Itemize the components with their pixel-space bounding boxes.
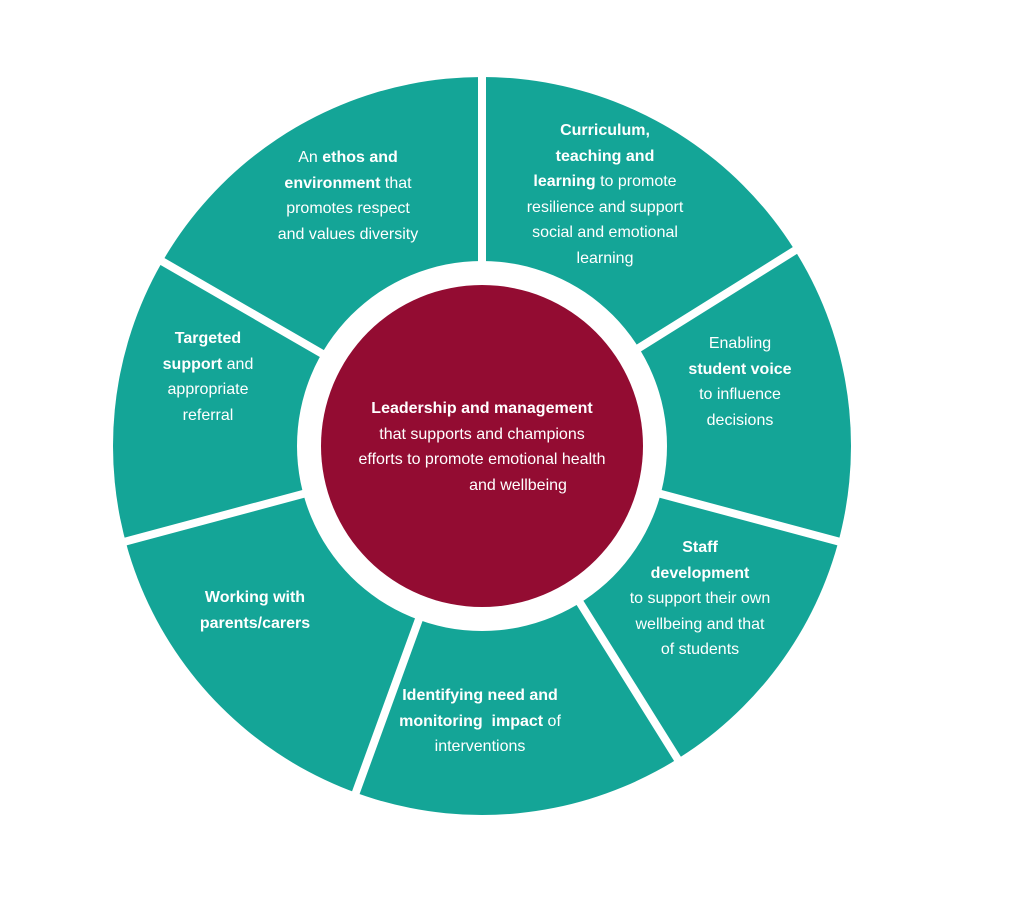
segment-text-line: Working with: [204, 589, 306, 606]
segment-text-line: and values diversity: [277, 225, 419, 243]
center-label: Leadership and management that supports …: [312, 396, 652, 498]
segment-text-line: resilience and support: [526, 198, 684, 216]
segment-text-line: monitoring impact of: [399, 712, 561, 730]
center-title: Leadership and management: [371, 400, 593, 417]
segment-text-line: promotes respect: [286, 200, 410, 217]
segment-text-line: Curriculum,: [560, 122, 650, 139]
segment-label-parents-carers: Working with parents/carers: [170, 585, 340, 636]
segment-label-identifying-need: Identifying need and monitoring impact of…: [370, 683, 590, 760]
segment-text-line: Identifying need and: [402, 687, 558, 704]
segment-text-line: referral: [182, 406, 234, 424]
segment-label-targeted-support: Targeted support and appropriate referral: [128, 326, 288, 428]
center-circle: [321, 285, 643, 607]
segment-label-curriculum: Curriculum, teaching and learning to promo…: [500, 118, 710, 271]
segment-text-line: development: [650, 564, 750, 582]
segment-text-line: An ethos and: [298, 149, 398, 166]
segment-text-line: student voice: [688, 360, 792, 378]
center-text-line-1: that supports and champions: [379, 425, 585, 443]
segment-text-line: learning to promote: [533, 173, 677, 190]
segment-label-staff-development: Staff development to support their own well…: [600, 535, 800, 663]
segment-label-student-voice: Enabling student voice to influence decisio…: [650, 331, 830, 433]
segment-text-line: environment that: [284, 174, 412, 192]
segment-text-line: of students: [660, 641, 740, 658]
center-text-line-2: efforts to promote emotional health: [358, 451, 606, 468]
segment-text-line: Targeted: [174, 330, 242, 347]
segment-label-ethos: An ethos and environment that promotes res…: [248, 145, 448, 247]
segment-text-line: support and: [162, 355, 254, 373]
segment-text-line: learning: [576, 249, 634, 267]
segment-text-line: to influence: [699, 386, 781, 403]
segment-text-line: to support their own: [629, 590, 771, 607]
segment-text-line: teaching and: [555, 147, 655, 165]
segment-text-line: parents/carers: [199, 614, 311, 632]
segment-dividers: [94, 46, 870, 824]
segment-text-line: appropriate: [167, 381, 249, 398]
segment-text-line: social and emotional: [532, 224, 678, 241]
segment-text-line: Staff: [682, 539, 718, 556]
segment-text-line: interventions: [434, 738, 526, 755]
segment-text-line: Enabling: [708, 335, 772, 352]
center-text-line-3: and wellbeing: [469, 476, 567, 494]
segment-text-line: wellbeing and that: [635, 615, 765, 633]
segment-text-line: decisions: [706, 411, 774, 429]
